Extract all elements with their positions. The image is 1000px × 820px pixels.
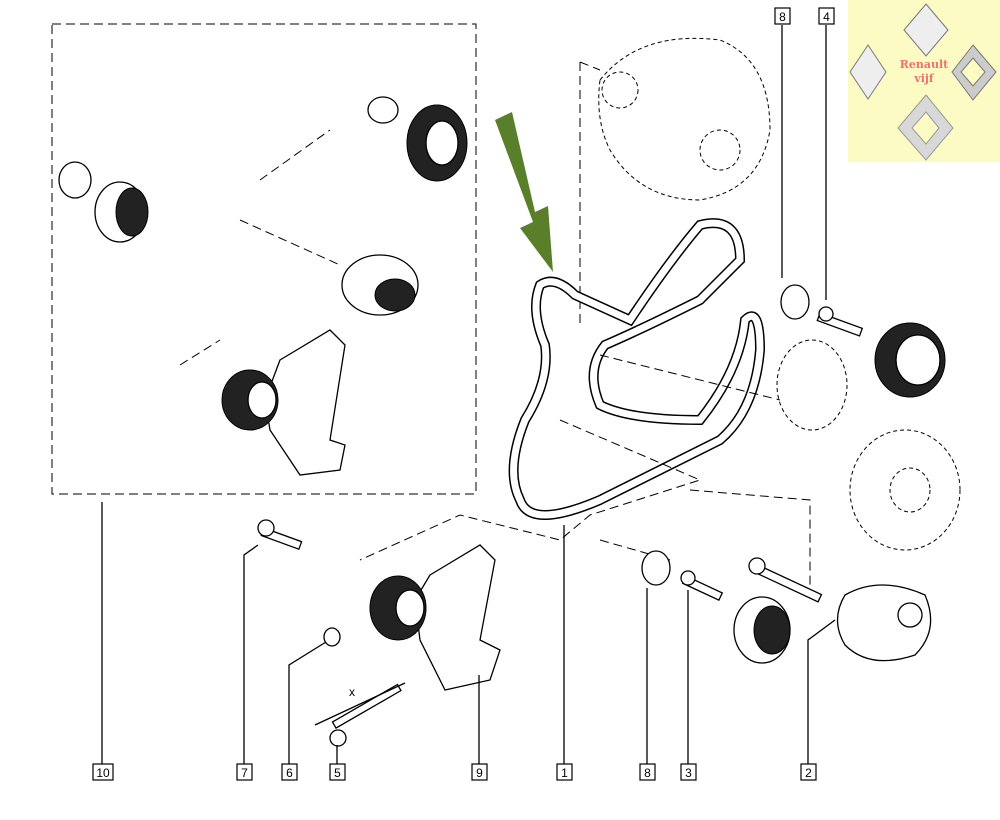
svg-text:1: 1 bbox=[561, 766, 568, 780]
idler-pulley-top-right bbox=[874, 322, 946, 398]
callout-8: 8 bbox=[639, 763, 656, 781]
callout-3: 3 bbox=[680, 763, 697, 781]
crankshaft-pulley bbox=[849, 429, 961, 551]
cap-8-top bbox=[780, 284, 810, 320]
renault-vijf-logo: Renault vijf bbox=[848, 0, 1000, 162]
callout-top-4: 4 bbox=[818, 7, 835, 25]
bolt-4 bbox=[816, 306, 864, 337]
main-belt bbox=[508, 218, 766, 520]
bolt-5 bbox=[329, 683, 402, 747]
kit-cap-left bbox=[58, 161, 92, 199]
svg-text:7: 7 bbox=[241, 766, 248, 780]
water-pump-2 bbox=[836, 584, 932, 662]
kit-idler-left bbox=[94, 181, 149, 243]
nut-6 bbox=[323, 627, 341, 647]
logo-line1: Renault bbox=[899, 58, 949, 71]
alternator bbox=[598, 37, 771, 201]
callout-2: 2 bbox=[800, 763, 817, 781]
cap-8-bottom bbox=[641, 550, 671, 586]
bolt-7 bbox=[257, 519, 303, 551]
bolt-3 bbox=[680, 570, 724, 602]
bolt-long bbox=[748, 557, 823, 603]
svg-text:8: 8 bbox=[644, 766, 651, 780]
callout-top-8: 8 bbox=[774, 7, 791, 25]
dimension-line bbox=[314, 682, 406, 726]
indicator-arrow bbox=[495, 112, 553, 272]
kit-outline bbox=[51, 23, 477, 495]
callout-7: 7 bbox=[236, 763, 253, 781]
svg-text:5: 5 bbox=[334, 766, 341, 780]
dimension-label: x bbox=[349, 685, 355, 699]
kit-pulley-top bbox=[406, 104, 468, 182]
ghost-pulley bbox=[776, 339, 848, 431]
kit-belt bbox=[127, 41, 379, 341]
callout-5: 5 bbox=[329, 763, 346, 781]
renault-emblems-icon bbox=[849, 3, 997, 161]
svg-text:8: 8 bbox=[779, 10, 786, 24]
svg-text:2: 2 bbox=[805, 766, 812, 780]
logo-line2: vijf bbox=[914, 72, 934, 85]
svg-text:6: 6 bbox=[286, 766, 293, 780]
idler-pulley-bottom bbox=[733, 596, 791, 664]
kit-cap-top bbox=[367, 96, 399, 124]
svg-text:10: 10 bbox=[96, 766, 110, 780]
tensioner-assembly-9 bbox=[369, 544, 501, 691]
svg-text:4: 4 bbox=[823, 10, 830, 24]
kit-tensioner-bracket bbox=[221, 329, 346, 476]
kit-tensioner bbox=[341, 254, 419, 316]
callout-9: 9 bbox=[471, 763, 488, 781]
callout-1: 1 bbox=[556, 763, 573, 781]
callout-6: 6 bbox=[281, 763, 298, 781]
svg-text:3: 3 bbox=[685, 766, 692, 780]
callout-10: 10 bbox=[92, 763, 114, 781]
svg-text:9: 9 bbox=[476, 766, 483, 780]
